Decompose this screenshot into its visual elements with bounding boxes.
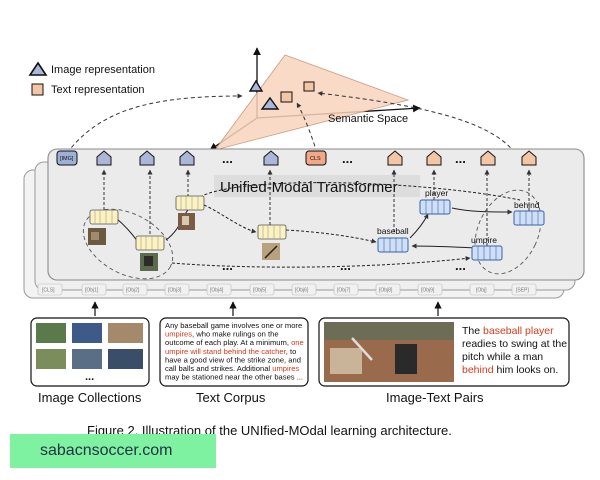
legend-text-label: Text representation [51, 84, 145, 96]
semantic-space: Semantic Space [209, 47, 421, 151]
text-point-icon [303, 81, 315, 92]
legend: Image representation Text representation [28, 61, 155, 96]
image-text-pairs-label: Image-Text Pairs [386, 390, 484, 405]
ellipsis: ... [455, 151, 466, 166]
semantic-space-label: Semantic Space [328, 113, 408, 125]
semantic-plane [214, 54, 410, 151]
bottom-token: [Obj1] [85, 288, 99, 294]
bottom-token: [SEP] [516, 288, 529, 294]
bottom-token: [Obj] [476, 288, 487, 294]
image-token-icon [96, 150, 112, 166]
text-segment: outcome of each play. At a minimum, [165, 338, 291, 347]
ellipsis: ... [85, 371, 94, 383]
bottom-token: [Obj9] [421, 288, 435, 294]
text-segment: may be stationed near the other bases ..… [165, 373, 303, 382]
text-segment: baseball player [483, 325, 554, 337]
img-token [56, 150, 78, 166]
triangle-legend-icon [28, 61, 48, 76]
ellipsis: ... [340, 258, 351, 273]
image-point-icon [248, 79, 264, 92]
text-segment: , to [286, 347, 297, 356]
output-token-row: [IMG] ... CLS ... ... [56, 150, 537, 166]
text-segment: , who make rulings on the [192, 330, 279, 339]
image-token-icon [139, 150, 155, 166]
img-token-label: [IMG] [60, 156, 74, 162]
bottom-token: [Obj2] [126, 288, 140, 294]
bottom-token: [Obj4] [210, 288, 224, 294]
word-group [474, 189, 542, 275]
svg-text:baseball: baseball [377, 226, 409, 236]
text-token-icon [480, 150, 496, 166]
ellipsis: ... [455, 258, 466, 273]
word-node-player: player [419, 188, 451, 215]
text-segment: him looks on. [494, 364, 559, 376]
text-segment: readies to swing at the [462, 338, 567, 350]
text-segment: umpires [272, 364, 299, 373]
bottom-token: [Obj3] [168, 288, 182, 294]
svg-text:behind: behind [514, 200, 540, 210]
ellipsis: ... [222, 258, 233, 273]
text-token-icon [521, 150, 537, 166]
region-node [257, 224, 287, 260]
region-group [82, 208, 174, 280]
bottom-token: [Obj8] [379, 288, 393, 294]
watermark: sabacnsoccer.com [10, 434, 216, 468]
text-segment: have a good view of the strike zone, and [165, 355, 301, 364]
image-token-icon [179, 150, 195, 166]
text-corpus-label: Text Corpus [196, 390, 266, 405]
ellipsis: ... [222, 151, 233, 166]
bottom-token: [Obj7] [337, 288, 351, 294]
bottom-token: [CLS] [42, 288, 55, 294]
image-token-icon [263, 150, 279, 166]
transformer-layer-front [47, 148, 585, 281]
bottom-token: [Obj5] [253, 288, 267, 294]
region-node [88, 209, 119, 245]
text-segment: Any baseball game involves one or more [165, 321, 302, 330]
text-segment: umpire will stand behind the catcher [165, 347, 287, 356]
text-point-icon [280, 91, 293, 103]
text-segment: behind [462, 364, 494, 376]
svg-text:player: player [425, 188, 448, 198]
word-node-baseball: baseball [377, 226, 409, 253]
cls-token-label: CLS [310, 156, 321, 162]
word-node-behind: behind [513, 200, 545, 226]
svg-text:umpire: umpire [471, 235, 497, 245]
text-segment: pitch while a man [462, 351, 543, 363]
text-token-icon [426, 150, 442, 166]
image-collections-label: Image Collections [38, 390, 142, 405]
bottom-token-row: [CLS] [Obj1] [Obj2] [Obj3] [Obj4] [Obj5]… [37, 283, 537, 296]
text-segment: one [291, 338, 304, 347]
text-token-icon [387, 150, 403, 166]
legend-image-label: Image representation [51, 64, 155, 76]
region-node [135, 235, 165, 271]
image-point-icon [260, 96, 280, 110]
region-node [175, 195, 205, 230]
image-collections-panel: ... [30, 317, 150, 387]
cls-token [305, 150, 327, 166]
text-segment: umpires [165, 330, 192, 339]
bottom-token: [Obj6] [295, 288, 309, 294]
word-node-umpire: umpire [471, 235, 503, 261]
text-segment: The [462, 325, 483, 337]
transformer-title: Unified-Modal Transformer [220, 179, 398, 196]
square-legend-icon [31, 83, 44, 96]
ellipsis: ... [342, 151, 353, 166]
text-segment: call balls and strikes. Additional [165, 364, 272, 373]
